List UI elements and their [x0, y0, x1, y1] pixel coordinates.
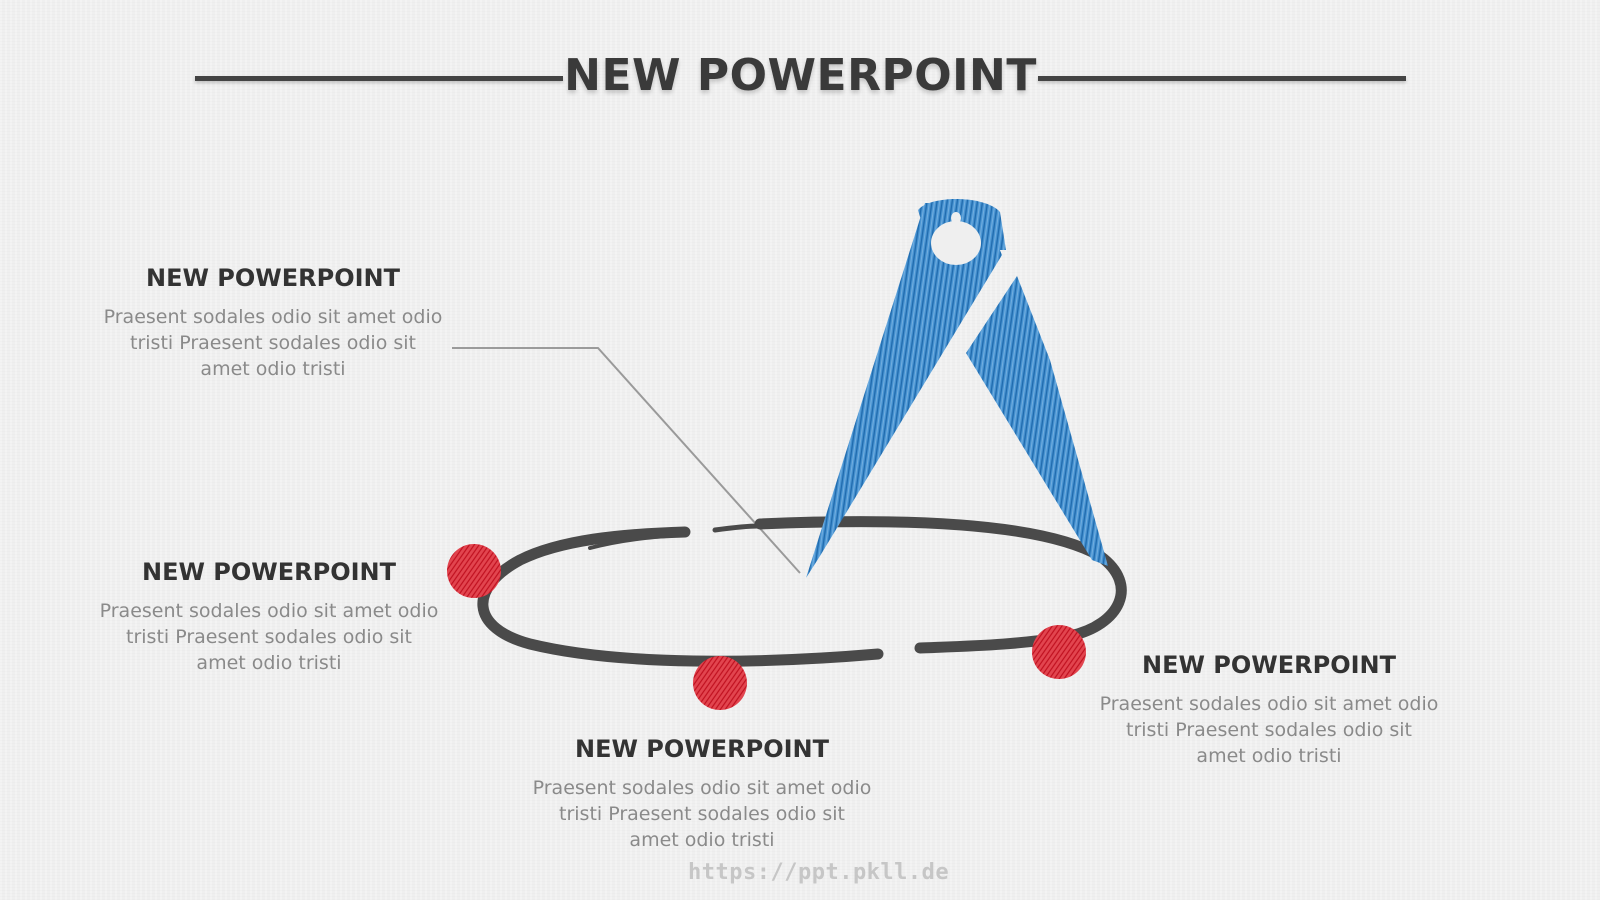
leader-line [452, 347, 801, 574]
block-heading: NEW POWERPOINT [141, 558, 397, 586]
block-text: Praesent sodales odio sit amet odio tris… [532, 777, 872, 851]
block-text: Praesent sodales odio sit amet odio tris… [103, 306, 443, 380]
text-block-bottom-right: NEW POWERPOINT Praesent sodales odio sit… [1099, 651, 1439, 769]
block-text: Praesent sodales odio sit amet odio tris… [99, 600, 439, 674]
orbit-ellipse [477, 516, 1127, 667]
watermark: https://ppt.pkll.de [688, 860, 950, 885]
text-block-middle-left: NEW POWERPOINT Praesent sodales odio sit… [99, 558, 439, 676]
title-rule-left [195, 76, 563, 81]
slide-title: NEW POWERPOINT [564, 50, 1037, 101]
compass-top-notch [951, 212, 961, 224]
compass-icon [806, 198, 1108, 578]
text-block-top-left: NEW POWERPOINT Praesent sodales odio sit… [103, 264, 443, 382]
compass-right-leg [966, 276, 1108, 566]
red-dot-bottom [693, 656, 747, 710]
red-dot-right [1032, 625, 1086, 679]
compass-left-leg [806, 203, 1002, 578]
text-block-bottom-center: NEW POWERPOINT Praesent sodales odio sit… [532, 735, 872, 853]
block-text: Praesent sodales odio sit amet odio tris… [1099, 693, 1439, 767]
compass-hinge-hole [931, 221, 981, 265]
red-dot-left [447, 544, 501, 598]
block-heading: NEW POWERPOINT [574, 735, 830, 763]
title-rule-right [1038, 76, 1406, 81]
block-heading: NEW POWERPOINT [1141, 651, 1397, 679]
block-heading: NEW POWERPOINT [145, 264, 401, 292]
